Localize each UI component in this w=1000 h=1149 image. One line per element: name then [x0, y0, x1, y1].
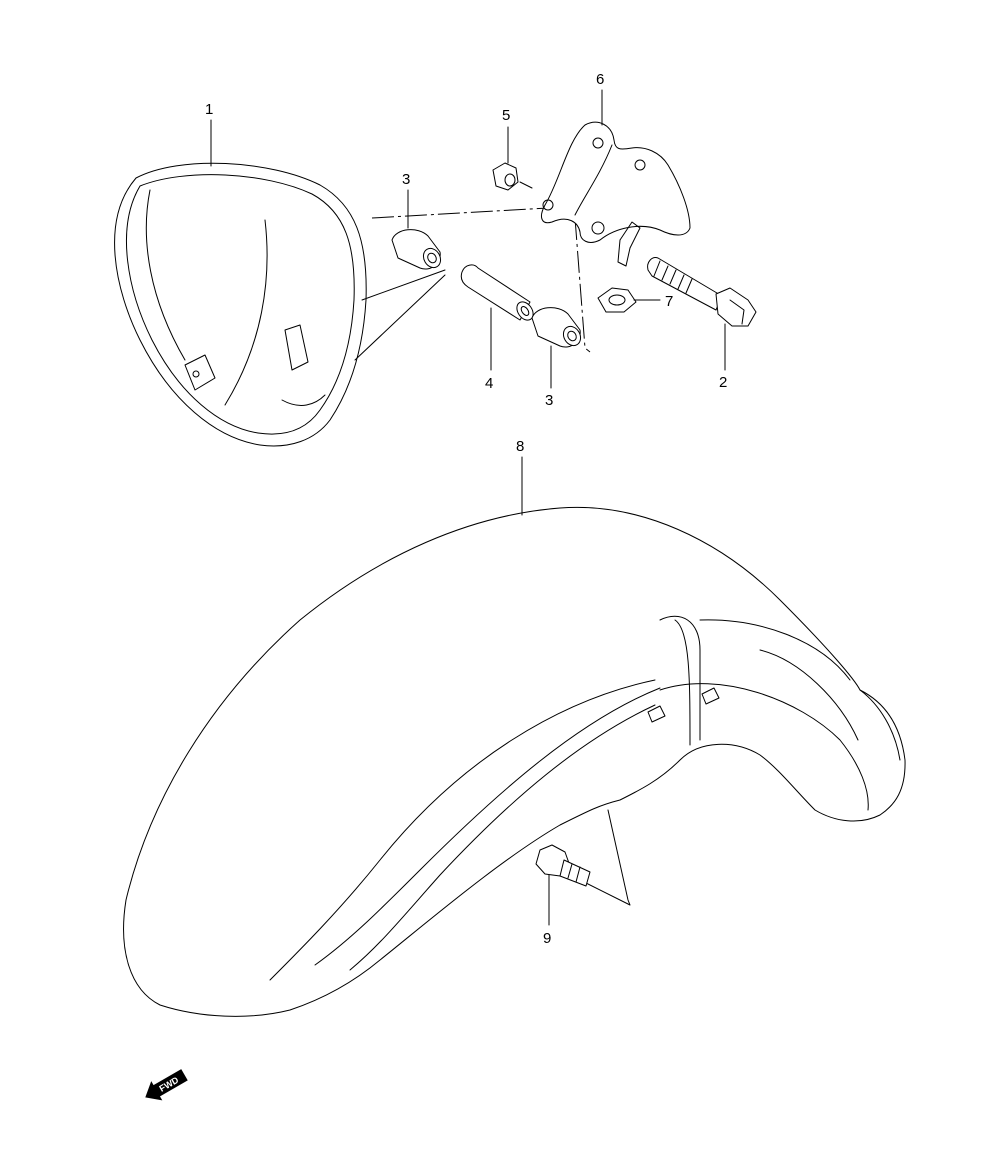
- part-number-4: 4: [485, 375, 493, 392]
- fender-bolt[interactable]: [535, 844, 591, 887]
- forward-arrow-icon: [145, 1069, 188, 1101]
- bushing-lower[interactable]: [531, 307, 584, 349]
- collar-spacer[interactable]: [460, 264, 536, 323]
- part-number-2: 2: [719, 374, 727, 391]
- leader-lines: [210, 89, 726, 926]
- part-number-9: 9: [543, 930, 551, 947]
- headlight-housing[interactable]: [114, 162, 446, 447]
- headlight-bracket[interactable]: [541, 121, 691, 267]
- part-number-5: 5: [502, 107, 510, 124]
- bushing-upper[interactable]: [391, 229, 444, 271]
- part-number-3-lower: 3: [545, 392, 553, 409]
- bolt-long[interactable]: [647, 257, 757, 327]
- part-number-labels: 1 2 3 3 4 5 6 7 8 9: [205, 71, 727, 947]
- fwd-badge: FWD: [145, 1069, 188, 1101]
- part-number-8: 8: [516, 438, 524, 455]
- part-number-1: 1: [205, 101, 213, 118]
- part-number-6: 6: [596, 71, 604, 88]
- flange-nut[interactable]: [597, 287, 637, 313]
- part-number-3-upper: 3: [402, 171, 410, 188]
- front-fender[interactable]: [123, 506, 906, 1017]
- part-number-7: 7: [665, 293, 673, 310]
- nut-small[interactable]: [492, 162, 533, 191]
